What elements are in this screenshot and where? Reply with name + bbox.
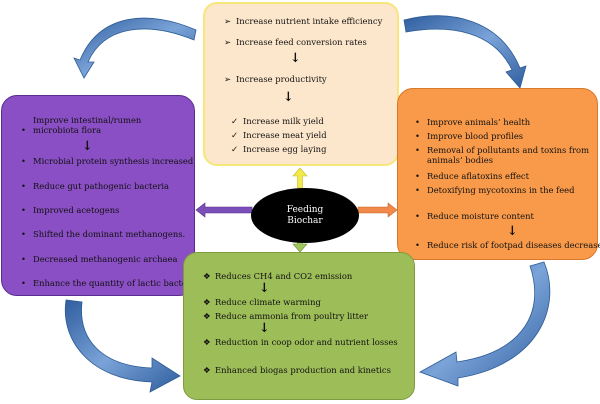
arrow-to-right: [357, 202, 398, 218]
down-arrow-icon: ↓: [283, 90, 294, 105]
list-item: •Reduce risk of footpad diseases decreas…: [415, 240, 600, 250]
bullet-dot-icon: •: [21, 229, 26, 239]
down-arrow-icon: ↓: [259, 281, 270, 296]
center-label-line1: Feeding: [286, 205, 324, 215]
arrow-down-to-bottom: [292, 241, 308, 253]
bullet-dot-icon: •: [415, 211, 420, 221]
feeding-biochar-node: Feeding Biochar: [251, 188, 359, 243]
list-item: •Microbial protein synthesis increased: [21, 156, 194, 166]
down-arrow-icon: ↓: [507, 224, 518, 239]
bullet-dot-icon: •: [21, 125, 26, 135]
bullet-dot-icon: •: [415, 117, 420, 127]
bullet-dot-icon: •: [415, 240, 420, 250]
diamond-bullet-icon: ❖: [203, 271, 211, 281]
cycle-arrow-bottom-left: [64, 299, 181, 393]
down-arrow-icon: ↓: [82, 139, 93, 154]
cycle-arrow-bottom-right: [419, 261, 551, 387]
list-item: •Improved acetogens: [21, 205, 120, 215]
diamond-bullet-icon: ❖: [203, 337, 211, 347]
list-item: ➢Increase nutrient intake efficiency: [224, 16, 383, 26]
bullet-dot-icon: •: [415, 185, 420, 195]
diamond-bullet-icon: ❖: [203, 365, 211, 375]
bullet-dot-icon: •: [21, 205, 26, 215]
arrowhead-bullet-icon: ➢: [224, 37, 232, 47]
bullet-dot-icon: •: [415, 171, 420, 181]
list-item: ➢Increase productivity: [224, 74, 327, 84]
down-arrow-icon: ↓: [290, 51, 301, 66]
list-item: ❖Enhanced biogas production and kinetics: [203, 365, 391, 375]
environment-panel: ❖Reduces CH4 and CO2 emission ↓ ❖Reduce …: [183, 252, 415, 400]
arrowhead-bullet-icon: ➢: [224, 74, 232, 84]
bullet-dot-icon: •: [21, 181, 26, 191]
arrowhead-bullet-icon: ➢: [224, 16, 232, 26]
list-item: •Improve intestinal/rumen microbiota flo…: [21, 115, 142, 135]
list-item: •Improve animals’ health: [415, 117, 531, 127]
list-item: •Reduce aflatoxins effect: [415, 171, 529, 181]
center-label-line2: Biochar: [287, 216, 323, 226]
diamond-bullet-icon: ❖: [203, 297, 211, 307]
list-item: ❖Reduce climate warming: [203, 297, 321, 307]
cycle-arrow-top-right: [403, 15, 527, 89]
list-item: ✓Increase egg laying: [231, 144, 327, 154]
down-arrow-icon: ↓: [259, 321, 270, 336]
bullet-dot-icon: •: [21, 254, 26, 264]
list-item: ➢Increase feed conversion rates: [224, 37, 367, 47]
list-item: •Improve blood profiles: [415, 131, 524, 141]
list-item: •Detoxifying mycotoxins in the feed: [415, 185, 575, 195]
checkmark-icon: ✓: [231, 130, 239, 140]
arrow-to-left: [195, 202, 253, 218]
list-item: ✓Increase meat yield: [231, 130, 327, 140]
list-item: ✓Increase milk yield: [231, 116, 324, 126]
bullet-dot-icon: •: [415, 145, 420, 155]
cycle-arrow-top-left: [73, 17, 197, 79]
list-item: •Reduce gut pathogenic bacteria: [21, 181, 170, 191]
bullet-dot-icon: •: [21, 278, 26, 288]
list-item: •Reduce moisture content: [415, 211, 534, 221]
animal-health-panel: •Improve animals’ health •Improve blood …: [397, 88, 600, 260]
list-item: ❖Reduction in coop odor and nutrient los…: [203, 337, 398, 347]
checkmark-icon: ✓: [231, 144, 239, 154]
arrow-up-to-top: [292, 167, 308, 189]
list-item: •Enhance the quantity of lactic bacteria: [21, 278, 199, 288]
checkmark-icon: ✓: [231, 116, 239, 126]
list-item: ❖Reduces CH4 and CO2 emission: [203, 271, 353, 281]
diamond-bullet-icon: ❖: [203, 311, 211, 321]
list-item: ❖Reduce ammonia from poultry litter: [203, 311, 369, 321]
bullet-dot-icon: •: [415, 131, 420, 141]
list-item: •Decreased methanogenic archaea: [21, 254, 178, 264]
bullet-dot-icon: •: [21, 156, 26, 166]
productivity-panel: ➢Increase nutrient intake efficiency ➢In…: [203, 2, 399, 166]
microbiota-panel: •Improve intestinal/rumen microbiota flo…: [1, 95, 199, 296]
list-item: •Removal of pollutants and toxins from a…: [415, 145, 590, 165]
list-item: •Shifted the dominant methanogens.: [21, 229, 186, 239]
